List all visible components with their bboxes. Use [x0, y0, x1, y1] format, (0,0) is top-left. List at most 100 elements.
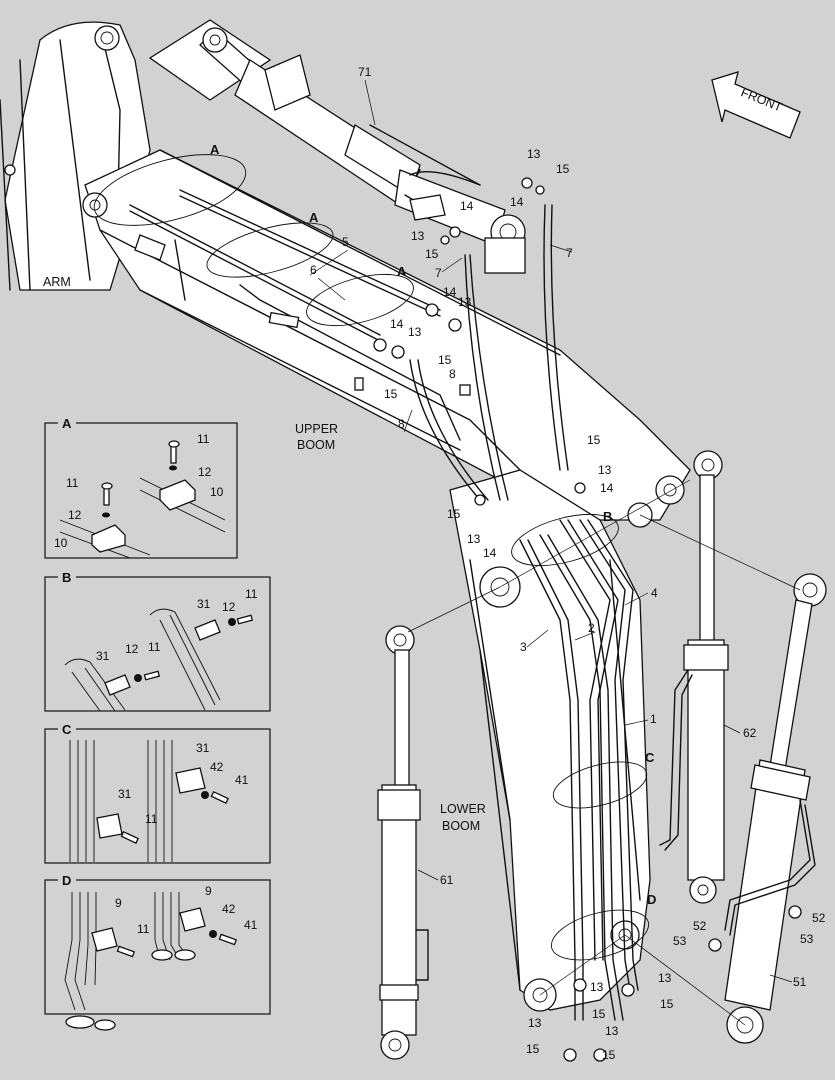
- callout: 13: [605, 1024, 619, 1038]
- callout: 71: [358, 65, 372, 79]
- detail-box-a: A 11 12 10 11 12 10: [44, 416, 238, 559]
- detail-c-label: 41: [235, 773, 249, 787]
- detail-c-label: 42: [210, 760, 224, 774]
- callout: 13: [527, 147, 541, 161]
- callout: 15: [447, 507, 461, 521]
- callout: 51: [793, 975, 807, 989]
- callout: 14: [460, 199, 474, 213]
- callout: 15: [384, 387, 398, 401]
- marker-A: A: [210, 142, 220, 157]
- callout: 13: [467, 532, 481, 546]
- callout: 53: [673, 934, 687, 948]
- callout: 1: [650, 712, 657, 726]
- hoses: [129, 189, 639, 1021]
- detail-b-label: 11: [148, 640, 161, 654]
- fittings: [373, 177, 802, 1062]
- marker-D: D: [647, 892, 656, 907]
- callout: 3: [520, 640, 527, 654]
- callout: 15: [526, 1042, 540, 1056]
- construction-lines: [149, 19, 801, 1026]
- callout: 15: [556, 162, 570, 176]
- detail-ellipses: [93, 154, 650, 961]
- callout: 13: [658, 971, 672, 985]
- upper-boom-label-1: UPPER: [295, 422, 338, 436]
- detail-a-label: 10: [210, 485, 224, 499]
- detail-box-d: D 9 42 41 9 11: [44, 873, 271, 1031]
- callout: 14: [510, 195, 524, 209]
- callout: 15: [660, 997, 674, 1011]
- detail-c-label: 11: [145, 812, 158, 826]
- callout: 7: [435, 266, 442, 280]
- detail-b-title: B: [62, 570, 71, 585]
- callout: 14: [390, 317, 404, 331]
- boom-cylinder-51: [724, 573, 827, 1044]
- arm-cylinder: [148, 19, 526, 274]
- callout: 13: [598, 463, 612, 477]
- callout: 14: [600, 481, 614, 495]
- detail-c-label: 31: [118, 787, 132, 801]
- callout: 62: [743, 726, 757, 740]
- detail-box-c: C 31 42 41 31 11: [44, 722, 271, 864]
- detail-b-label: 31: [96, 649, 110, 663]
- front-arrow-icon: FRONT: [711, 71, 801, 139]
- callout: 15: [592, 1007, 606, 1021]
- callout: 7: [566, 246, 573, 260]
- callout: 13: [408, 325, 422, 339]
- callout: 52: [812, 911, 826, 925]
- callout: 4: [651, 586, 658, 600]
- detail-c-title: C: [62, 722, 72, 737]
- detail-b-label: 12: [125, 642, 139, 656]
- detail-a-label: 11: [197, 432, 210, 446]
- detail-d-label: 11: [137, 922, 150, 936]
- callout: 14: [443, 285, 457, 299]
- leader-lines: [309, 79, 793, 983]
- marker-B: B: [603, 509, 612, 524]
- detail-d-label: 42: [222, 902, 236, 916]
- detail-a-label: 10: [54, 536, 68, 550]
- callout: 14: [483, 546, 497, 560]
- arm-label: ARM: [43, 275, 71, 289]
- detail-a-title: A: [62, 416, 72, 431]
- detail-a-label: 12: [198, 465, 212, 479]
- main-callouts: 71 13 15 14 7 13 14 15 7 5 6 14 13 14 13…: [310, 65, 826, 1062]
- detail-d-label: 41: [244, 918, 258, 932]
- callout: 13: [458, 295, 472, 309]
- detail-d-title: D: [62, 873, 71, 888]
- detail-b-label: 11: [245, 587, 258, 601]
- boom-cylinder-62: [659, 450, 729, 904]
- callout: 15: [425, 247, 439, 261]
- upper-boom-label-2: BOOM: [297, 438, 335, 452]
- callout: 61: [440, 873, 454, 887]
- detail-b-label: 12: [222, 600, 236, 614]
- callout: 13: [411, 229, 425, 243]
- callout: 52: [693, 919, 707, 933]
- detail-c-label: 31: [196, 741, 210, 755]
- detail-box-b: B 31 12 11 31 12 11: [44, 570, 271, 712]
- callout: 13: [590, 980, 604, 994]
- boom-cylinder-61: [377, 625, 429, 1060]
- callout: 15: [587, 433, 601, 447]
- callout: 8: [398, 417, 405, 431]
- callout: 8: [449, 367, 456, 381]
- detail-d-label: 9: [205, 884, 212, 898]
- detail-a-label: 11: [66, 476, 79, 490]
- marker-A: A: [397, 264, 407, 279]
- detail-b-label: 31: [197, 597, 211, 611]
- lower-boom-label-2: BOOM: [442, 819, 480, 833]
- detail-a-label: 12: [68, 508, 82, 522]
- section-markers: A A A B C D: [210, 142, 656, 907]
- callout: 15: [602, 1048, 616, 1062]
- callout: 53: [800, 932, 814, 946]
- callout: 6: [310, 263, 317, 277]
- lower-boom-label-1: LOWER: [440, 802, 486, 816]
- callout: 15: [438, 353, 452, 367]
- callout: 5: [342, 235, 349, 249]
- upper-boom: [82, 149, 691, 528]
- marker-A: A: [309, 210, 319, 225]
- marker-C: C: [645, 750, 655, 765]
- callout: 2: [588, 621, 595, 635]
- callout: 13: [528, 1016, 542, 1030]
- detail-d-label: 9: [115, 896, 122, 910]
